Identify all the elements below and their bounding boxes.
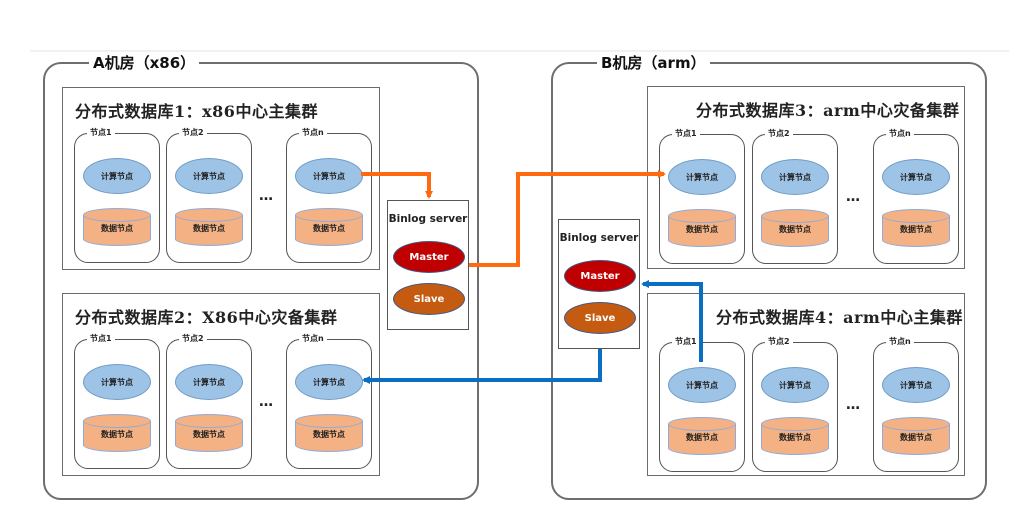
compute-node[interactable]: 计算节点 — [882, 367, 950, 403]
compute-node[interactable]: 计算节点 — [668, 367, 736, 403]
ellipsis: … — [259, 394, 274, 410]
node-1[interactable]: 节点1 计算节点 数据节点 — [74, 126, 160, 263]
node-n[interactable]: 节点n 计算节点 数据节点 — [286, 126, 372, 263]
node-2[interactable]: 节点2 计算节点 数据节点 — [752, 127, 838, 264]
node-2[interactable]: 节点2 计算节点 数据节点 — [166, 332, 252, 469]
node-label: 节点2 — [765, 127, 793, 141]
data-node-label: 数据节点 — [193, 430, 225, 439]
data-node-label: 数据节点 — [313, 430, 345, 439]
compute-node[interactable]: 计算节点 — [295, 158, 363, 194]
compute-node[interactable]: 计算节点 — [668, 159, 736, 195]
node-label: 节点n — [886, 127, 914, 141]
binlog-server-b[interactable]: Binlog server Master Slave — [558, 219, 640, 349]
cluster-db1: 分布式数据库1：x86中心主集群 节点1 计算节点 数据节点 节点2 计算节点 … — [62, 87, 380, 270]
top-divider — [30, 50, 1009, 52]
node-label: 节点1 — [87, 332, 115, 346]
data-node-label: 数据节点 — [193, 224, 225, 233]
data-node[interactable]: 数据节点 — [882, 417, 950, 455]
data-node-label: 数据节点 — [313, 224, 345, 233]
data-node-label: 数据节点 — [686, 225, 718, 234]
node-label: 节点2 — [179, 126, 207, 140]
node-2[interactable]: 节点2 计算节点 数据节点 — [752, 335, 838, 472]
node-n[interactable]: 节点n 计算节点 数据节点 — [873, 335, 959, 472]
data-node-label: 数据节点 — [686, 433, 718, 442]
room-a-title: A机房（x86） — [89, 53, 200, 73]
node-2[interactable]: 节点2 计算节点 数据节点 — [166, 126, 252, 263]
node-label: 节点n — [886, 335, 914, 349]
data-node[interactable]: 数据节点 — [668, 209, 736, 247]
node-label: 节点n — [299, 126, 327, 140]
node-1[interactable]: 节点1 计算节点 数据节点 — [659, 335, 745, 472]
compute-node[interactable]: 计算节点 — [761, 367, 829, 403]
data-node-label: 数据节点 — [779, 225, 811, 234]
cluster-db1-title: 分布式数据库1：x86中心主集群 — [75, 102, 318, 121]
node-label: 节点2 — [765, 335, 793, 349]
node-label: 节点1 — [672, 127, 700, 141]
cluster-db4: 分布式数据库4：arm中心主集群 节点1 计算节点 数据节点 节点2 计算节点 … — [647, 293, 965, 476]
compute-node[interactable]: 计算节点 — [175, 158, 243, 194]
cluster-db3: 分布式数据库3：arm中心灾备集群 节点1 计算节点 数据节点 节点2 计算节点… — [647, 86, 965, 269]
room-b: B机房（arm） — [551, 53, 987, 500]
binlog-b-master[interactable]: Master — [564, 260, 636, 292]
data-node[interactable]: 数据节点 — [175, 208, 243, 246]
node-n[interactable]: 节点n 计算节点 数据节点 — [286, 332, 372, 469]
compute-node[interactable]: 计算节点 — [761, 159, 829, 195]
ellipsis: … — [259, 188, 274, 204]
data-node-label: 数据节点 — [900, 225, 932, 234]
cluster-db2: 分布式数据库2：X86中心灾备集群 节点1 计算节点 数据节点 节点2 计算节点… — [62, 293, 380, 476]
cluster-db2-title: 分布式数据库2：X86中心灾备集群 — [75, 308, 338, 327]
room-b-title: B机房（arm） — [597, 53, 710, 73]
node-label: 节点n — [299, 332, 327, 346]
data-node-label: 数据节点 — [101, 430, 133, 439]
binlog-a-slave[interactable]: Slave — [393, 283, 465, 315]
node-1[interactable]: 节点1 计算节点 数据节点 — [74, 332, 160, 469]
data-node[interactable]: 数据节点 — [761, 417, 829, 455]
compute-node[interactable]: 计算节点 — [175, 364, 243, 400]
data-node[interactable]: 数据节点 — [295, 414, 363, 452]
compute-node[interactable]: 计算节点 — [83, 158, 151, 194]
ellipsis: … — [846, 397, 861, 413]
binlog-b-slave[interactable]: Slave — [564, 302, 636, 334]
room-a: A机房（x86） — [43, 53, 479, 500]
data-node[interactable]: 数据节点 — [761, 209, 829, 247]
binlog-server-a[interactable]: Binlog server Master Slave — [387, 200, 469, 330]
data-node-label: 数据节点 — [101, 224, 133, 233]
cluster-db3-title: 分布式数据库3：arm中心灾备集群 — [696, 101, 960, 120]
node-label: 节点2 — [179, 332, 207, 346]
ellipsis: … — [846, 189, 861, 205]
compute-node[interactable]: 计算节点 — [882, 159, 950, 195]
compute-node[interactable]: 计算节点 — [295, 364, 363, 400]
node-n[interactable]: 节点n 计算节点 数据节点 — [873, 127, 959, 264]
data-node[interactable]: 数据节点 — [83, 208, 151, 246]
data-node-label: 数据节点 — [779, 433, 811, 442]
data-node-label: 数据节点 — [900, 433, 932, 442]
cluster-db4-title: 分布式数据库4：arm中心主集群 — [716, 308, 963, 327]
data-node[interactable]: 数据节点 — [175, 414, 243, 452]
data-node[interactable]: 数据节点 — [882, 209, 950, 247]
node-label: 节点1 — [672, 335, 700, 349]
node-label: 节点1 — [87, 126, 115, 140]
node-1[interactable]: 节点1 计算节点 数据节点 — [659, 127, 745, 264]
data-node[interactable]: 数据节点 — [83, 414, 151, 452]
compute-node[interactable]: 计算节点 — [83, 364, 151, 400]
data-node[interactable]: 数据节点 — [668, 417, 736, 455]
binlog-server-b-title: Binlog server — [559, 232, 639, 244]
binlog-a-master[interactable]: Master — [393, 241, 465, 273]
data-node[interactable]: 数据节点 — [295, 208, 363, 246]
binlog-server-a-title: Binlog server — [388, 213, 468, 225]
